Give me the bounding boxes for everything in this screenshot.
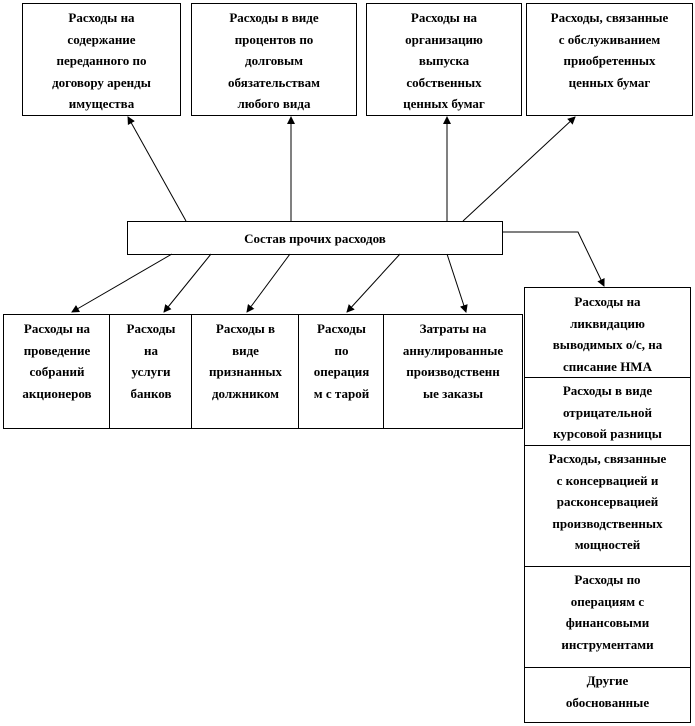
- center-box: Состав прочих расходов: [127, 221, 503, 255]
- arrow-bottom-2: [163, 253, 212, 313]
- arrow-top-1: [127, 116, 187, 222]
- divider: [109, 315, 110, 428]
- top-box-2: Расходы в виде процентов по долговым обя…: [191, 3, 357, 116]
- top-box-3: Расходы на организацию выпуска собственн…: [366, 3, 522, 116]
- divider: [191, 315, 192, 428]
- divider: [525, 445, 690, 446]
- arrow-bottom-3: [246, 253, 291, 313]
- bottom-box-3: Расходы в виде признанных должником: [208, 321, 283, 401]
- right-box-1: Расходы на ликвидацию выводимых о/с, на …: [552, 294, 663, 374]
- bottom-box-5: Затраты на аннулированные производственн…: [402, 321, 504, 401]
- right-box-4: Расходы по операциям с финансовыми инстр…: [561, 572, 654, 652]
- right-box-2: Расходы в виде отрицательной курсовой ра…: [553, 383, 662, 441]
- right-box-5: Другие обоснованные: [565, 673, 650, 710]
- arrow-bottom-5: [446, 253, 468, 313]
- divider: [383, 315, 384, 428]
- arrow-bottom-1: [71, 253, 173, 313]
- arrow-bottom-4: [346, 253, 401, 313]
- top-box-1: Расходы на содержание переданного по дог…: [22, 3, 181, 116]
- divider: [525, 566, 690, 567]
- divider: [525, 377, 690, 378]
- bottom-box-1: Расходы на проведение собраний акционеро…: [22, 321, 92, 401]
- right-column: Расходы на ликвидацию выводимых о/с, на …: [524, 287, 691, 723]
- divider: [525, 667, 690, 668]
- arrow-right: [502, 231, 605, 287]
- divider: [298, 315, 299, 428]
- top-box-4: Расходы, связанные с обслуживанием приоб…: [526, 3, 693, 116]
- arrow-top-4: [462, 116, 576, 222]
- right-box-3: Расходы, связанные с консервацией и раск…: [548, 451, 667, 552]
- bottom-box-2: Расходы на услуги банков: [126, 321, 176, 401]
- bottom-row: Расходы на проведение собраний акционеро…: [3, 314, 523, 429]
- bottom-box-4: Расходы по операция м с тарой: [313, 321, 370, 401]
